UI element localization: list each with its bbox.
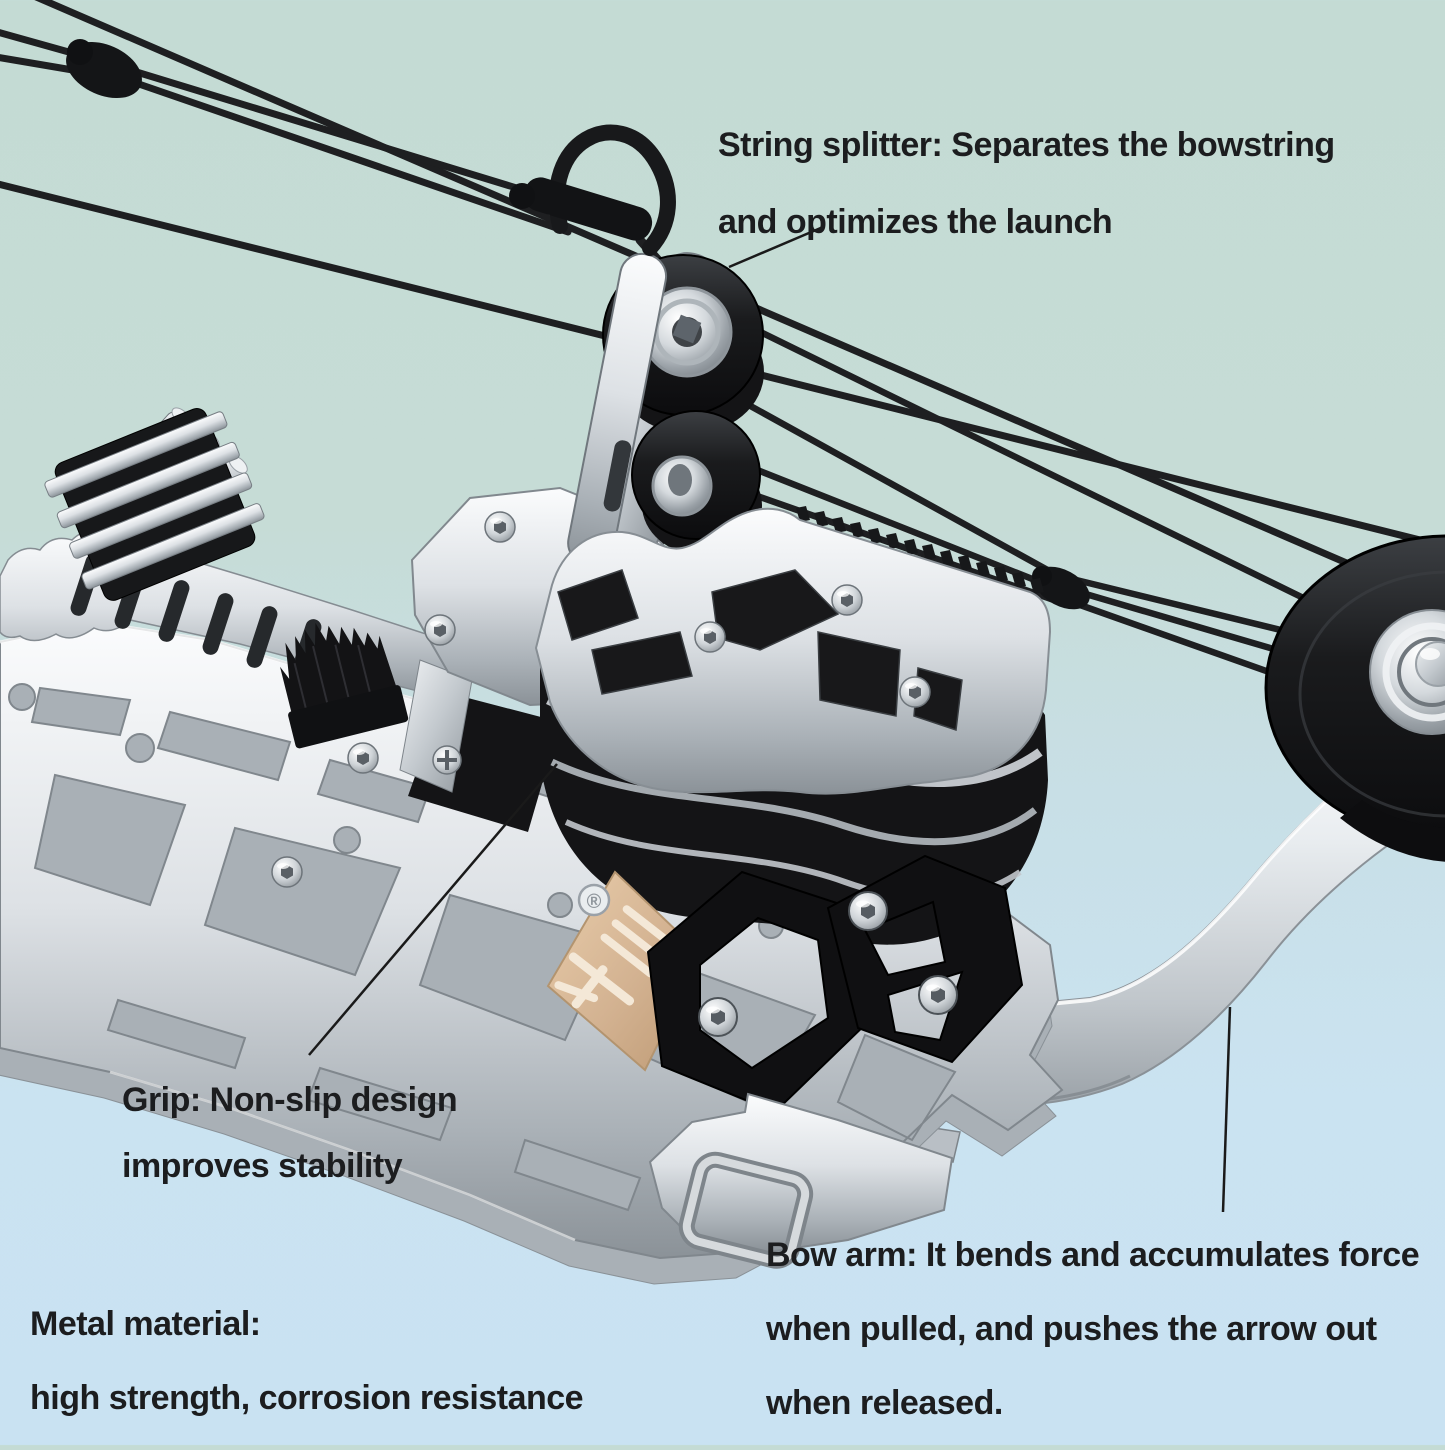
callout-metal-line2: high strength, corrosion resistance xyxy=(30,1379,584,1417)
splitter-bracket-slot xyxy=(603,440,632,512)
accessory-rail-mount xyxy=(44,407,265,601)
string-knot-left xyxy=(66,39,142,99)
grip-cutouts xyxy=(557,569,963,732)
callout-string-splitter: String splitter: Separates the bowstring… xyxy=(718,107,1335,261)
cam-lower-flange xyxy=(1340,800,1445,862)
string-splitter xyxy=(509,124,764,567)
riser-screw xyxy=(347,742,379,774)
leader-lines xyxy=(308,225,1232,1213)
callout-metal-material: Metal material: high strength, corrosion… xyxy=(30,1287,584,1435)
callout-bow-arm-line3: when released. xyxy=(766,1384,1003,1422)
leader-line-string-splitter xyxy=(728,225,824,269)
arrow-rest-brush xyxy=(280,622,409,749)
callout-grip: Grip: Non-slip design improves stability xyxy=(122,1067,458,1199)
string-knot-mid xyxy=(1032,566,1090,610)
svg-text:®: ® xyxy=(587,891,602,913)
limb-pocket xyxy=(648,1092,954,1269)
grip-serration xyxy=(796,506,1044,594)
callout-bow-arm: Bow arm: It bends and accumulates force … xyxy=(766,1218,1420,1440)
callout-metal-line1: Metal material: xyxy=(30,1305,261,1343)
leader-line-grip xyxy=(308,763,558,1056)
callout-bow-arm-line2: when pulled, and pushes the arrow out xyxy=(766,1310,1377,1348)
d-loop-string xyxy=(509,124,676,256)
callout-string-splitter-line1: String splitter: Separates the bowstring xyxy=(718,126,1335,164)
callout-bow-arm-line1: Bow arm: It bends and accumulates force xyxy=(766,1236,1420,1274)
registered-trademark: ® xyxy=(577,883,611,917)
callout-grip-line2: improves stability xyxy=(122,1147,403,1185)
riser-screw xyxy=(271,856,303,888)
grip-plate xyxy=(534,507,1052,795)
limb-pocket-frame xyxy=(678,1151,814,1269)
callout-string-splitter-line2: and optimizes the launch xyxy=(718,203,1113,241)
lower-cam-bracket xyxy=(646,854,1024,1114)
callout-grip-line1: Grip: Non-slip design xyxy=(122,1081,458,1119)
cam-wheel xyxy=(1264,534,1445,862)
phillips-screw xyxy=(432,745,462,775)
leader-line-bow-arm xyxy=(1221,1006,1232,1213)
